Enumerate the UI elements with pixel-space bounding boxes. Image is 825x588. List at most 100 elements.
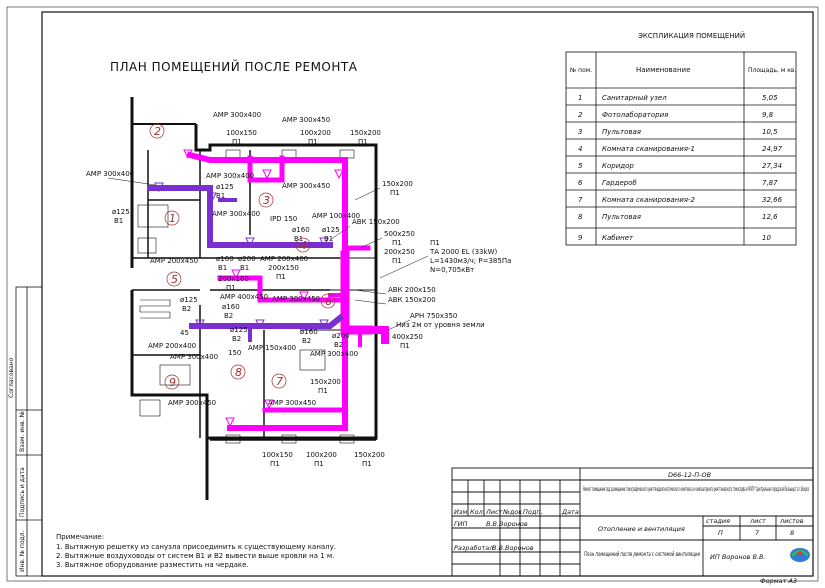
duct-label: В1 — [114, 217, 123, 225]
duct-label: В2 — [334, 341, 343, 349]
table-cell-name: Гардероб — [602, 179, 638, 187]
table-cell-area: 5,05 — [762, 94, 778, 102]
duct-label: 150х200 — [310, 378, 341, 386]
leader-lines — [107, 177, 429, 331]
room-number-3: 3 — [263, 194, 270, 207]
duct-label: АМР 300х400 — [170, 353, 218, 361]
supply-ducts — [186, 151, 389, 431]
duct-label: АМР 100х400 — [312, 212, 360, 220]
stamp-col-list: Лист — [485, 508, 503, 516]
duct-label: АМР 300х400 — [310, 350, 358, 358]
table-cell-num: 9 — [578, 234, 583, 242]
duct-label: 100х200 — [300, 129, 331, 137]
duct-label: П1 — [362, 460, 372, 468]
duct-label: В2 — [224, 312, 233, 320]
explication-grid — [565, 51, 797, 246]
table-cell-name: Комната сканирования-1 — [602, 145, 695, 153]
room-number-1: 1 — [169, 212, 176, 225]
duct-label: АМР 300х400 — [213, 111, 261, 119]
unit-power: N=0,705кВт — [430, 266, 474, 274]
stamp-format: Формат А3 — [760, 577, 797, 585]
duct-label: ø200 — [238, 255, 256, 263]
room-number-7: 7 — [276, 375, 283, 388]
duct-label: ø160 — [222, 303, 240, 311]
table-cell-name: Пультовая — [602, 213, 641, 221]
table-cell-area: 12,6 — [762, 213, 778, 221]
duct-label: П1 — [400, 342, 410, 350]
duct-label: АВК 150х200 — [352, 218, 400, 226]
notes-item-3: 3. Вытяжное оборудование разместить на ч… — [56, 561, 249, 569]
room-number-9: 9 — [169, 376, 176, 389]
duct-label: В1 — [294, 235, 303, 243]
stamp-company: ИП Воронов В.В. — [710, 553, 766, 561]
stamp-sheet-header: лист — [749, 517, 766, 525]
duct-label: В1 — [218, 264, 227, 272]
notes-item-1: 1. Вытяжную решетку из санузла присоедин… — [56, 543, 336, 551]
table-cell-name: Пультовая — [602, 128, 641, 136]
table-cell-area: 27,34 — [762, 162, 782, 170]
duct-label: АМР 300х450 — [282, 182, 330, 190]
supply-duct-arn — [364, 326, 389, 344]
duct-label: АМР 200х400 — [148, 342, 196, 350]
table-cell-area: 9,8 — [762, 111, 774, 119]
duct-label: АРН 750х350 — [410, 312, 457, 320]
supply-duct-riser — [340, 250, 373, 335]
duct-label: АМР 300х400 — [206, 172, 254, 180]
duct-label: АМР 400х450 — [220, 293, 268, 301]
sidebar-agreed: Согласовано — [8, 357, 15, 398]
duct-label: П1 — [270, 460, 280, 468]
exhaust-ducts — [147, 185, 345, 342]
outer-frame — [6, 6, 819, 582]
table-cell-area: 32,66 — [762, 196, 783, 204]
supply-markers — [183, 149, 344, 428]
stamp-col-izm: Изм. — [454, 508, 469, 516]
duct-label: ø160 — [292, 226, 310, 234]
table-cell-area: 24,97 — [762, 145, 783, 153]
room-number-4: 4 — [300, 239, 307, 252]
duct-label: 150х200 — [350, 129, 381, 137]
explication-rows: 1 Санитарный узел 5,05 2 Фотолаборатория… — [578, 94, 783, 221]
table-cell-area: 10 — [762, 234, 771, 242]
duct-label: В1 — [324, 235, 333, 243]
stamp-sheets: 8 — [790, 529, 794, 537]
duct-label: Низ 2м от уровня земли — [396, 321, 485, 329]
stamp-col-kol: Кол. — [470, 508, 485, 516]
stamp-col-ndoc: №док — [502, 508, 522, 516]
duct-label: П1 — [226, 284, 236, 292]
notes-item-2: 2. Вытяжные воздуховоды от систем В1 и В… — [56, 552, 334, 560]
duct-label: 150х200 — [382, 180, 413, 188]
stamp-col-date: Дата — [561, 508, 579, 516]
duct-label: АМР 300х400 — [212, 210, 260, 218]
room-number-2: 2 — [154, 125, 161, 138]
notes-title: Примечание: — [56, 533, 104, 541]
duct-label: П1 — [318, 387, 328, 395]
stamp-sheet-title: План помещений после ремонта с системой … — [584, 550, 700, 558]
drawing-title: ПЛАН ПОМЕЩЕНИЙ ПОСЛЕ РЕМОНТА — [110, 59, 358, 74]
duct-label: 500х250 — [384, 230, 415, 238]
duct-label: АМР 300х450 — [282, 116, 330, 124]
explication-header-num: № пом. — [570, 67, 592, 74]
duct-label: В1 — [240, 264, 249, 272]
duct-label: В1 — [216, 192, 225, 200]
table-cell-num: 4 — [578, 145, 582, 153]
table-cell-name: Санитарный узел — [602, 94, 667, 102]
table-cell-area: 7,87 — [762, 179, 778, 187]
stamp-stage-header: стадия — [706, 517, 730, 525]
explication-header-area: Площадь, м кв. — [748, 67, 796, 74]
stamp-sheets-header: листов — [779, 517, 804, 525]
duct-label: АМР 300х450 — [268, 399, 316, 407]
table-cell-area: 10,5 — [762, 128, 778, 136]
table-cell-num: 7 — [578, 196, 583, 204]
duct-label: АМР 300х400 — [86, 170, 134, 178]
duct-label: АМР 300х450 — [272, 295, 320, 303]
duct-label: 400х250 — [392, 333, 423, 341]
duct-label: 100х150 — [262, 451, 293, 459]
table-cell-name: Коридор — [602, 162, 634, 170]
table-cell-num: 2 — [578, 111, 583, 119]
table-cell-num: 6 — [578, 179, 583, 187]
duct-label: П1 — [314, 460, 324, 468]
duct-label: П1 — [392, 239, 402, 247]
stamp-project: Ремонт помещений под размещение томограф… — [583, 485, 809, 493]
room-number-5: 5 — [171, 273, 178, 286]
